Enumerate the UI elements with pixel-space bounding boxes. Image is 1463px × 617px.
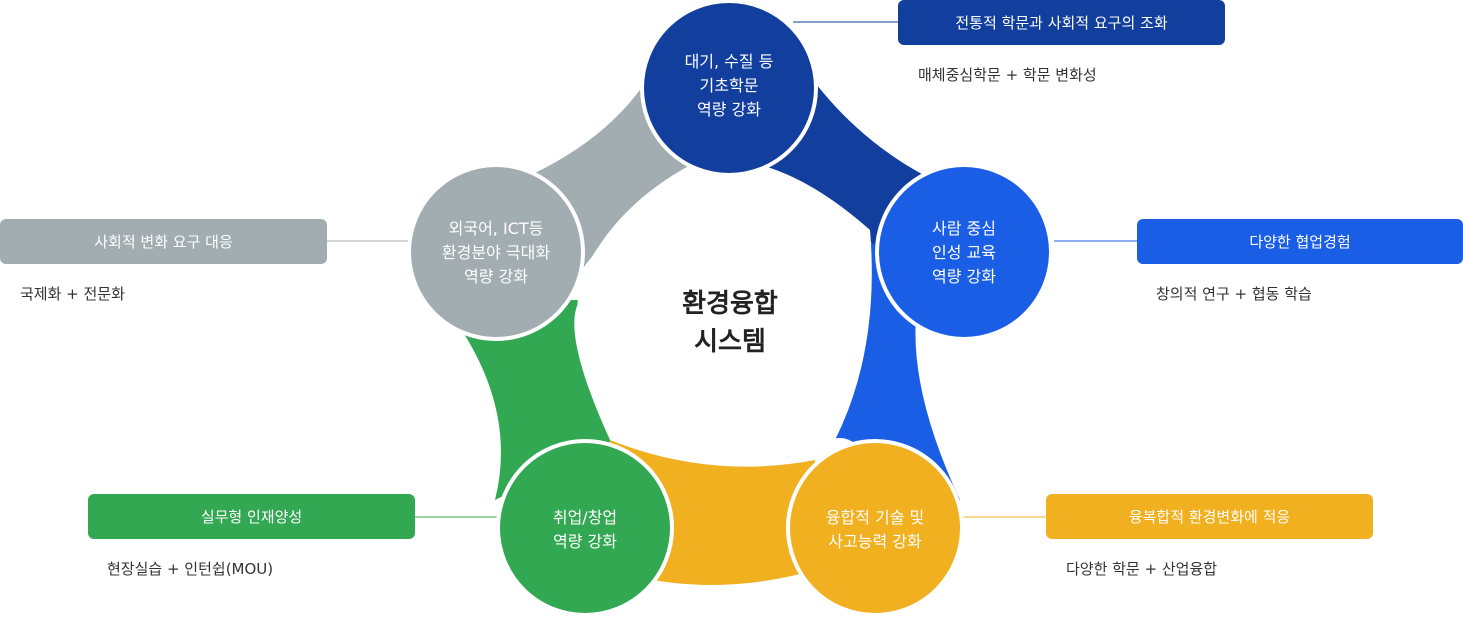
tag-left: 사회적 변화 요구 대응 [0, 219, 327, 264]
node-bottom-left-line1: 취업/창업 [553, 508, 617, 527]
node-left-line1: 외국어, ICT등 [449, 219, 544, 238]
tag-bottom-right: 융복합적 환경변화에 적응 [1046, 494, 1373, 539]
node-left: 외국어, ICT등 환경분야 극대화 역량 강화 [407, 163, 585, 341]
center-shape [577, 158, 872, 460]
node-left-line2: 환경분야 극대화 [442, 243, 550, 262]
node-bottom-right-line2: 사고능력 강화 [828, 532, 922, 551]
center-title-line2: 시스템 [694, 327, 766, 357]
center-title-line1: 환경융합 [682, 289, 778, 319]
node-right-line1: 사람 중심 [932, 219, 996, 238]
node-top-line2: 기초학문 [700, 76, 759, 95]
node-bottom-right-line1: 융합적 기술 및 [826, 508, 925, 527]
node-top-line1: 대기, 수질 등 [685, 52, 774, 71]
node-left-line3: 역량 강화 [464, 267, 528, 286]
node-top: 대기, 수질 등 기초학문 역량 강화 [640, 0, 818, 177]
node-top-line3: 역량 강화 [697, 100, 761, 119]
desc-left: 국제화 + 전문화 [20, 285, 125, 303]
ring-segment-right-bottom [830, 240, 960, 500]
desc-bottom-right: 다양한 학문 + 산업융합 [1066, 560, 1218, 578]
desc-bottom-left: 현장실습 + 인턴쉽(MOU) [107, 560, 274, 578]
node-bottom-right: 융합적 기술 및 사고능력 강화 [786, 439, 964, 617]
node-bottom-left: 취업/창업 역량 강화 [496, 439, 674, 617]
tag-top: 전통적 학문과 사회적 요구의 조화 [898, 0, 1225, 45]
tag-bottom-left: 실무형 인재양성 [88, 494, 415, 539]
desc-top: 매체중심학문 + 학문 변화성 [918, 66, 1097, 84]
node-bottom-left-line2: 역량 강화 [553, 532, 617, 551]
node-right-line3: 역량 강화 [932, 267, 996, 286]
node-right-line2: 인성 교육 [932, 243, 996, 262]
desc-right: 창의적 연구 + 협동 학습 [1156, 285, 1312, 303]
tag-right: 다양한 협업경험 [1137, 219, 1463, 264]
node-right: 사람 중심 인성 교육 역량 강화 [875, 163, 1053, 341]
